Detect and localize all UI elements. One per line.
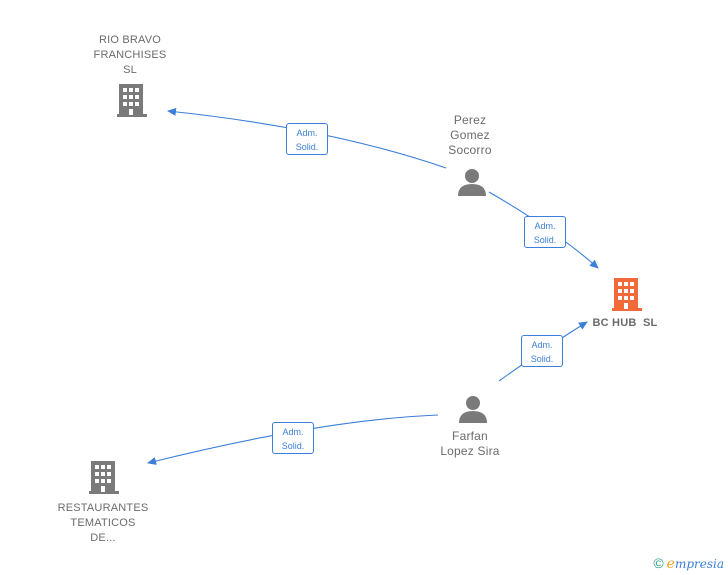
building-icon-highlighted[interactable] — [612, 278, 642, 311]
label-line: SL — [123, 64, 137, 76]
label-line: TEMATICOS — [70, 517, 136, 529]
company-label-restaurantes[interactable]: RESTAURANTES TEMATICOS DE... — [48, 501, 158, 546]
brand-logo: empresia — [666, 556, 724, 572]
badge-line: Adm. — [282, 427, 304, 437]
person-icon[interactable] — [458, 169, 486, 196]
badge-line: Solid. — [530, 354, 554, 364]
edge-label-badge[interactable]: Adm. Solid. — [524, 216, 566, 248]
building-icon[interactable] — [117, 84, 147, 117]
company-label-rio-bravo[interactable]: RIO BRAVO FRANCHISES SL — [80, 33, 180, 78]
edge-label-badge[interactable]: Adm. Solid. — [272, 422, 314, 454]
label-line: BC HUB SL — [592, 317, 658, 329]
label-line: Gomez — [450, 128, 490, 142]
person-label-perez[interactable]: Perez Gomez Socorro — [425, 113, 515, 158]
badge-line: Adm. — [531, 340, 553, 350]
brand-footer: ©empresia — [653, 555, 724, 572]
brand-rest: mpresia — [674, 557, 724, 571]
label-line: Perez — [453, 113, 487, 127]
badge-line: Solid. — [295, 142, 319, 152]
label-line: Socorro — [448, 143, 492, 157]
edge-label-badge[interactable]: Adm. Solid. — [521, 335, 563, 367]
building-icon[interactable] — [89, 461, 119, 494]
badge-line: Adm. — [296, 128, 318, 138]
label-line: RIO BRAVO — [98, 34, 162, 46]
label-line: Farfan — [452, 429, 488, 443]
label-line: DE... — [90, 532, 116, 544]
edge-label-badge[interactable]: Adm. Solid. — [286, 123, 328, 155]
badge-line: Solid. — [533, 235, 557, 245]
badge-line: Solid. — [281, 441, 305, 451]
company-label-bc-hub[interactable]: BC HUB SL — [578, 316, 672, 331]
badge-line: Adm. — [534, 221, 556, 231]
person-label-farfan[interactable]: Farfan Lopez Sira — [420, 429, 520, 459]
person-icon[interactable] — [459, 396, 487, 423]
brand-initial: e — [666, 556, 675, 572]
label-line: Lopez Sira — [440, 444, 500, 458]
copyright-icon: © — [653, 555, 664, 571]
label-line: RESTAURANTES — [57, 502, 149, 514]
label-line: FRANCHISES — [93, 49, 167, 61]
